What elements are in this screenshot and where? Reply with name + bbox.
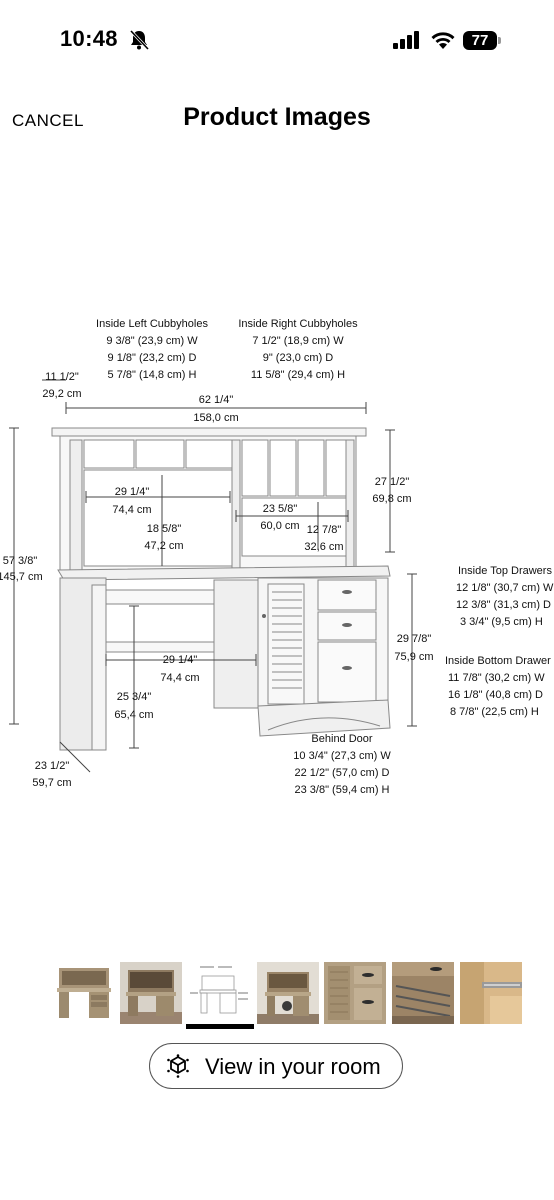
desk-height-cm: 75,9 cm xyxy=(394,651,433,663)
silent-bell-icon xyxy=(129,29,149,51)
thumbnail-drawer-slide[interactable] xyxy=(460,962,522,1024)
thumbnail-file-drawer[interactable] xyxy=(392,962,454,1024)
inside-left-cubby-title: Inside Left Cubbyholes xyxy=(96,318,208,330)
knee-height-in: 25 3/4" xyxy=(117,691,152,703)
hutch-left-width-cm: 74,4 cm xyxy=(112,504,151,516)
desk-room-image xyxy=(120,962,182,1024)
cellular-signal-icon xyxy=(393,31,419,49)
hutch-side-in: 11 1/2" xyxy=(45,371,79,383)
inside-bottom-drawer-w: 11 7/8" (30,2 cm) W xyxy=(448,672,545,684)
inside-right-cubby-title: Inside Right Cubbyholes xyxy=(238,318,358,330)
hutch-height-cm: 69,8 cm xyxy=(372,493,411,505)
inside-top-drawers-d: 12 3/8" (31,3 cm) D xyxy=(456,599,551,611)
battery-tip xyxy=(498,37,501,44)
inside-right-cubby-d: 9" (23,0 cm) D xyxy=(263,352,334,364)
thumbnail-drawer-detail[interactable] xyxy=(324,962,386,1024)
ar-cube-icon xyxy=(167,1054,189,1078)
hutch-left-height-in: 18 5/8" xyxy=(147,523,182,535)
overall-width-cm: 158,0 cm xyxy=(193,412,238,424)
dimensions-image xyxy=(188,962,250,1024)
inside-left-cubby-w: 9 3/8" (23,9 cm) W xyxy=(106,335,198,347)
dimension-diagram: Inside Left Cubbyholes 9 3/8" (23,9 cm) … xyxy=(0,318,554,796)
inside-top-drawers-title: Inside Top Drawers xyxy=(458,565,552,577)
knee-width-cm: 74,4 cm xyxy=(160,672,199,684)
selected-thumbnail-indicator xyxy=(186,1024,254,1029)
inside-right-cubby-w: 7 1/2" (18,9 cm) W xyxy=(252,335,344,347)
view-in-your-room-label: View in your room xyxy=(205,1054,381,1079)
behind-door-title: Behind Door xyxy=(311,733,372,745)
behind-door-d: 22 1/2" (57,0 cm) D xyxy=(295,767,390,779)
overall-height-in: 57 3/8" xyxy=(3,555,38,567)
cancel-button[interactable]: CANCEL xyxy=(12,111,84,130)
hutch-right-width-cm: 60,0 cm xyxy=(260,520,299,532)
hutch-right-width-in: 23 5/8" xyxy=(263,503,298,515)
depth-in: 23 1/2" xyxy=(35,760,70,772)
desk-height-in: 29 7/8" xyxy=(397,633,432,645)
thumbnail-desk-front[interactable] xyxy=(53,962,115,1024)
inside-right-cubby-h: 11 5/8" (29,4 cm) H xyxy=(251,369,345,381)
thumbnail-desk-room-2[interactable] xyxy=(257,962,319,1024)
file-drawer-image xyxy=(392,962,454,1024)
overall-height-cm: 145,7 cm xyxy=(0,571,43,583)
inside-top-drawers-w: 12 1/8" (30,7 cm) W xyxy=(456,582,554,594)
inside-top-drawers-h: 3 3/4" (9,5 cm) H xyxy=(460,616,543,628)
page-title: Product Images xyxy=(183,103,371,131)
hutch-side-cm: 29,2 cm xyxy=(42,388,81,400)
hutch-right-height-in: 12 7/8" xyxy=(307,524,342,536)
depth-cm: 59,7 cm xyxy=(32,777,71,789)
battery-icon: 77 xyxy=(463,31,497,50)
thumbnail-dimensions[interactable] xyxy=(188,962,250,1024)
status-time: 10:48 xyxy=(60,26,118,51)
inside-left-cubby-d: 9 1/8" (23,2 cm) D xyxy=(108,352,197,364)
behind-door-w: 10 3/4" (27,3 cm) W xyxy=(293,750,391,762)
inside-left-cubby-h: 5 7/8" (14,8 cm) H xyxy=(108,369,197,381)
behind-door-h: 23 3/8" (59,4 cm) H xyxy=(295,784,390,796)
hutch-left-height-cm: 47,2 cm xyxy=(144,540,183,552)
overall-width-in: 62 1/4" xyxy=(199,394,234,406)
hutch-right-height-cm: 32,6 cm xyxy=(304,541,343,553)
view-in-your-room-button[interactable]: View in your room xyxy=(149,1043,403,1089)
drawer-detail-image xyxy=(324,962,386,1024)
hutch-height-in: 27 1/2" xyxy=(375,476,410,488)
inside-bottom-drawer-h: 8 7/8" (22,5 cm) H xyxy=(450,706,539,718)
desk-room-2-image xyxy=(257,962,319,1024)
inside-bottom-drawer-title: Inside Bottom Drawer xyxy=(445,655,551,667)
thumbnail-desk-room[interactable] xyxy=(120,962,182,1024)
drawer-slide-image xyxy=(460,962,522,1024)
knee-width-in: 29 1/4" xyxy=(163,654,198,666)
desk-front-image xyxy=(53,962,115,1024)
inside-bottom-drawer-d: 16 1/8" (40,8 cm) D xyxy=(448,689,543,701)
wifi-icon xyxy=(431,32,455,49)
knee-height-cm: 65,4 cm xyxy=(114,709,153,721)
hutch-left-width-in: 29 1/4" xyxy=(115,486,150,498)
